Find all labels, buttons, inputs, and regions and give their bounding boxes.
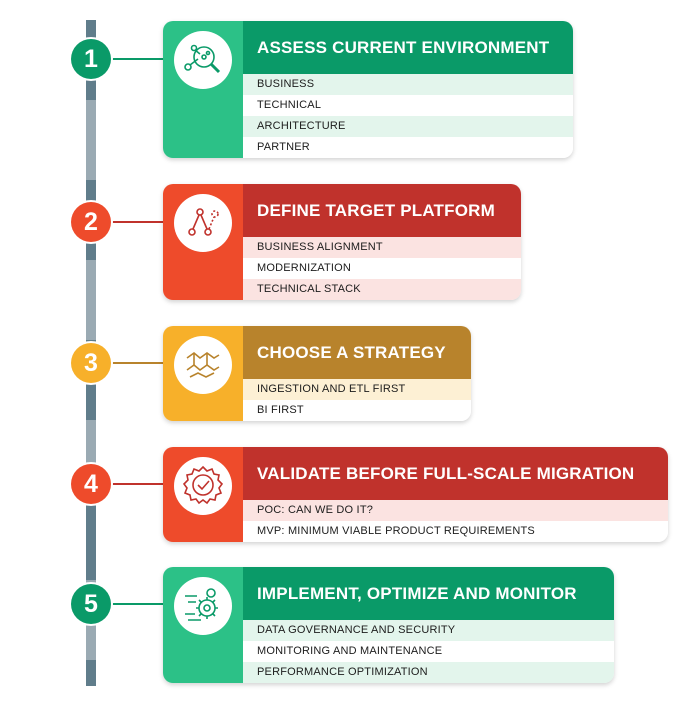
list-item: PERFORMANCE OPTIMIZATION	[243, 662, 614, 683]
check-badge-icon	[182, 465, 224, 505]
list-item: BI FIRST	[243, 400, 471, 421]
list-item: MODERNIZATION	[243, 258, 521, 279]
list-item: ARCHITECTURE	[243, 116, 573, 137]
step-card: CHOOSE A STRATEGY INGESTION AND ETL FIRS…	[163, 326, 471, 421]
list-item: TECHNICAL	[243, 95, 573, 116]
list-item: DATA GOVERNANCE AND SECURITY	[243, 620, 614, 641]
list-item: BUSINESS ALIGNMENT	[243, 237, 521, 258]
step-title: DEFINE TARGET PLATFORM	[243, 184, 521, 237]
step-connector	[110, 603, 163, 605]
step-items: INGESTION AND ETL FIRST BI FIRST	[243, 379, 471, 421]
icon-panel	[163, 184, 243, 300]
step-number: 2	[71, 202, 111, 242]
step-items: BUSINESS TECHNICAL ARCHITECTURE PARTNER	[243, 74, 573, 158]
list-item: PARTNER	[243, 137, 573, 158]
icon-circle	[174, 577, 232, 635]
step-title: IMPLEMENT, OPTIMIZE AND MONITOR	[243, 567, 614, 620]
step-card: DEFINE TARGET PLATFORM BUSINESS ALIGNMEN…	[163, 184, 521, 300]
step-card: IMPLEMENT, OPTIMIZE AND MONITOR DATA GOV…	[163, 567, 614, 683]
step-items: BUSINESS ALIGNMENT MODERNIZATION TECHNIC…	[243, 237, 521, 300]
magnifier-network-icon	[184, 44, 221, 74]
icon-panel	[163, 567, 243, 683]
icon-circle	[174, 194, 232, 252]
list-item: INGESTION AND ETL FIRST	[243, 379, 471, 400]
step-number: 1	[71, 39, 111, 79]
path-network-icon	[188, 208, 219, 236]
step-title: CHOOSE A STRATEGY	[243, 326, 471, 379]
step-items: DATA GOVERNANCE AND SECURITY MONITORING …	[243, 620, 614, 683]
gears-icon	[185, 588, 218, 621]
strategy-map-icon	[186, 351, 220, 378]
step-connector	[110, 362, 163, 364]
list-item: MVP: MINIMUM VIABLE PRODUCT REQUIREMENTS	[243, 521, 668, 542]
icon-circle	[174, 457, 232, 515]
step-connector	[110, 221, 163, 223]
icon-panel	[163, 21, 243, 158]
list-item: BUSINESS	[243, 74, 573, 95]
step-number: 3	[71, 343, 111, 383]
step-connector	[110, 58, 163, 60]
list-item: TECHNICAL STACK	[243, 279, 521, 300]
step-connector	[110, 483, 163, 485]
step-number: 4	[71, 464, 111, 504]
step-number: 5	[71, 584, 111, 624]
icon-panel	[163, 447, 243, 542]
step-title: VALIDATE BEFORE FULL-SCALE MIGRATION	[243, 447, 668, 500]
step-card: ASSESS CURRENT ENVIRONMENT BUSINESS TECH…	[163, 21, 573, 158]
step-items: POC: CAN WE DO IT? MVP: MINIMUM VIABLE P…	[243, 500, 668, 542]
icon-panel	[163, 326, 243, 421]
step-card: VALIDATE BEFORE FULL-SCALE MIGRATION POC…	[163, 447, 668, 542]
icon-circle	[174, 336, 232, 394]
icon-circle	[174, 31, 232, 89]
list-item: MONITORING AND MAINTENANCE	[243, 641, 614, 662]
list-item: POC: CAN WE DO IT?	[243, 500, 668, 521]
step-title: ASSESS CURRENT ENVIRONMENT	[243, 21, 573, 74]
